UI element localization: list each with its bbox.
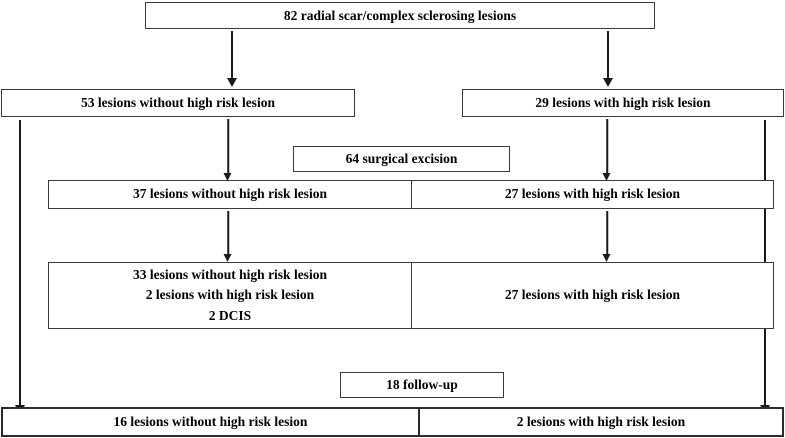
node-followup-without-high-risk-16: 16 lesions without high risk lesion bbox=[3, 409, 418, 435]
node-follow-up-split: 16 lesions without high risk lesion 2 le… bbox=[1, 407, 784, 437]
node-outcome-left-line3: 2 DCIS bbox=[208, 307, 252, 323]
node-follow-up-label: 18 follow-up bbox=[386, 377, 458, 393]
node-follow-up: 18 follow-up bbox=[340, 372, 504, 398]
node-with-high-risk-29: 29 lesions with high risk lesion bbox=[462, 89, 784, 117]
node-excision-split: 37 lesions without high risk lesion 27 l… bbox=[48, 180, 774, 209]
node-outcome-left: 33 lesions without high risk lesion 2 le… bbox=[49, 263, 411, 328]
node-without-high-risk-53-label: 53 lesions without high risk lesion bbox=[81, 95, 275, 111]
node-with-high-risk-29-label: 29 lesions with high risk lesion bbox=[535, 95, 711, 111]
node-followup-without-high-risk-16-label: 16 lesions without high risk lesion bbox=[113, 413, 308, 429]
node-outcome-left-line2: 2 lesions with high risk lesion bbox=[145, 287, 315, 303]
node-followup-with-high-risk-2-label: 2 lesions with high risk lesion bbox=[516, 413, 686, 429]
node-excision-with-high-risk-27-label: 27 lesions with high risk lesion bbox=[504, 186, 681, 202]
node-outcome-right-27: 27 lesions with high risk lesion bbox=[411, 263, 773, 328]
node-excision-without-high-risk-37: 37 lesions without high risk lesion bbox=[49, 181, 411, 208]
node-excision-with-high-risk-27: 27 lesions with high risk lesion bbox=[411, 181, 773, 208]
node-total-lesions-label: 82 radial scar/complex sclerosing lesion… bbox=[283, 7, 517, 23]
node-total-lesions: 82 radial scar/complex sclerosing lesion… bbox=[145, 2, 655, 29]
node-outcome-left-line1: 33 lesions without high risk lesion bbox=[133, 267, 327, 283]
node-without-high-risk-53: 53 lesions without high risk lesion bbox=[1, 89, 355, 117]
node-excision-without-high-risk-37-label: 37 lesions without high risk lesion bbox=[133, 186, 327, 202]
node-surgical-excision: 64 surgical excision bbox=[293, 146, 510, 172]
node-outcome-split: 33 lesions without high risk lesion 2 le… bbox=[48, 262, 774, 329]
node-followup-with-high-risk-2: 2 lesions with high risk lesion bbox=[417, 409, 782, 435]
node-surgical-excision-label: 64 surgical excision bbox=[345, 151, 458, 167]
node-outcome-right-27-label: 27 lesions with high risk lesion bbox=[504, 287, 681, 303]
